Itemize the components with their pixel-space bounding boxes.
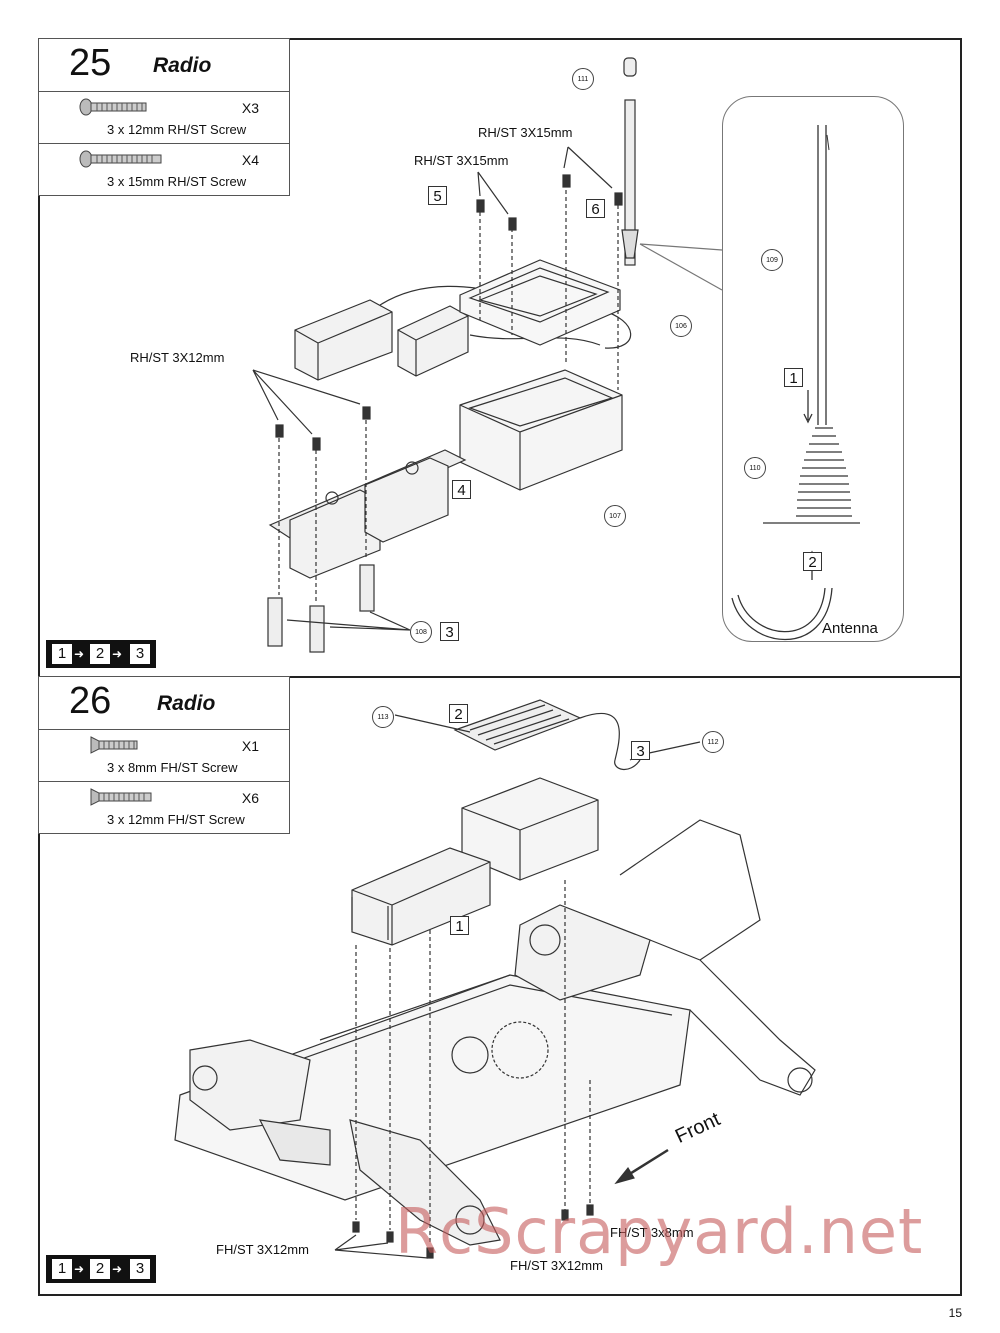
screw-label: RH/ST 3X15mm (414, 153, 509, 168)
sequence-step: 2 (90, 1259, 110, 1279)
part-callout: 107 (604, 505, 626, 527)
step-26-header: 26 Radio X1 3 x 8mm FH/ST Screw X6 3 x 1… (38, 676, 290, 834)
part-callout: 112 (702, 731, 724, 753)
sequence-indicator: 1 ➜ 2 ➜ 3 (46, 640, 156, 668)
flat-head-screw-icon (90, 736, 138, 754)
step-box: 4 (452, 480, 471, 499)
part-callout: 106 (670, 315, 692, 337)
step-box: 1 (450, 916, 469, 935)
parts-row: X1 3 x 8mm FH/ST Screw (39, 730, 289, 782)
sequence-step: 2 (90, 644, 110, 664)
part-quantity: X4 (241, 152, 259, 168)
part-name: 3 x 15mm RH/ST Screw (107, 174, 247, 189)
antenna-label: Antenna (822, 620, 878, 637)
arrow-right-icon: ➜ (74, 647, 85, 661)
round-head-screw-icon (79, 98, 147, 116)
step-box: 1 (784, 368, 803, 387)
part-callout: 109 (761, 249, 783, 271)
part-quantity: X6 (241, 790, 259, 806)
watermark: RcScrapyard.net (395, 1195, 924, 1268)
part-name: 3 x 12mm FH/ST Screw (107, 812, 245, 827)
part-callout: 110 (744, 457, 766, 479)
section-divider (38, 676, 962, 678)
step-box: 2 (449, 704, 468, 723)
screw-label: RH/ST 3X12mm (130, 350, 225, 365)
part-name: 3 x 8mm FH/ST Screw (107, 760, 238, 775)
sequence-step: 1 (52, 1259, 72, 1279)
step-box: 5 (428, 186, 447, 205)
parts-row: X4 3 x 15mm RH/ST Screw (39, 144, 289, 195)
step-title: Radio (157, 692, 216, 715)
page-frame (38, 38, 962, 1296)
sequence-step: 1 (52, 644, 72, 664)
part-quantity: X1 (241, 738, 259, 754)
round-head-screw-icon (79, 150, 162, 168)
step-title: Radio (153, 54, 212, 77)
screw-label: FH/ST 3x8mm (610, 1225, 694, 1240)
screw-label: FH/ST 3X12mm (510, 1258, 603, 1273)
step-box: 6 (586, 199, 605, 218)
part-callout: 111 (572, 68, 594, 90)
step-box: 2 (803, 552, 822, 571)
parts-row: X3 3 x 12mm RH/ST Screw (39, 92, 289, 144)
step-25-header: 25 Radio X3 3 x 12mm RH/ST Screw X4 3 x … (38, 38, 290, 196)
part-name: 3 x 12mm RH/ST Screw (107, 122, 247, 137)
flat-head-screw-icon (90, 788, 152, 806)
part-callout: 108 (410, 621, 432, 643)
sequence-step: 3 (130, 644, 150, 664)
page-number: 15 (948, 1306, 962, 1320)
antenna-detail-panel (722, 96, 904, 642)
sequence-indicator: 1 ➜ 2 ➜ 3 (46, 1255, 156, 1283)
part-quantity: X3 (241, 100, 259, 116)
step-box: 3 (631, 741, 650, 760)
step-number: 25 (69, 42, 112, 84)
sequence-step: 3 (130, 1259, 150, 1279)
arrow-right-icon: ➜ (112, 647, 123, 661)
arrow-right-icon: ➜ (112, 1262, 123, 1276)
screw-label: FH/ST 3X12mm (216, 1242, 309, 1257)
step-number: 26 (69, 680, 112, 722)
step-box: 3 (440, 622, 459, 641)
parts-row: X6 3 x 12mm FH/ST Screw (39, 782, 289, 833)
screw-label: RH/ST 3X15mm (478, 125, 573, 140)
arrow-right-icon: ➜ (74, 1262, 85, 1276)
part-callout: 113 (372, 706, 394, 728)
